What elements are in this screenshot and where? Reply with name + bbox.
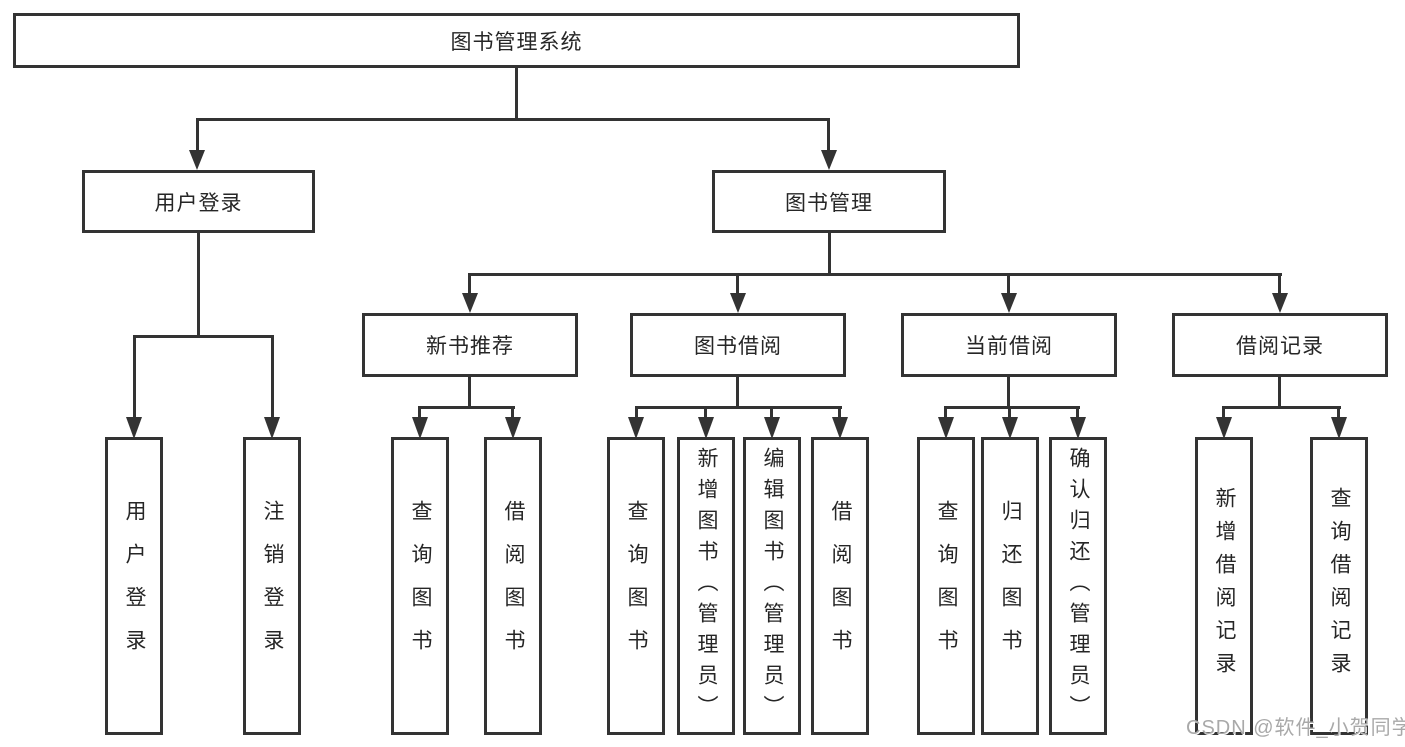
connector-vline	[635, 406, 638, 417]
connector-vline	[827, 118, 830, 152]
arrowhead-icon	[821, 150, 837, 170]
leaf-borrow-book-recommend: 借阅图书	[484, 437, 542, 735]
connector-hline	[635, 406, 842, 409]
connector-vline	[944, 406, 947, 417]
connector-vline	[197, 233, 200, 335]
arrowhead-icon	[938, 417, 954, 439]
connector-hline	[133, 335, 274, 338]
node-new-book-recommend: 新书推荐	[362, 313, 578, 377]
node-user-login: 用户登录	[82, 170, 315, 233]
connector-vline	[468, 377, 471, 406]
arrowhead-icon	[1331, 417, 1347, 439]
arrowhead-icon	[462, 293, 478, 313]
connector-vline	[736, 273, 739, 295]
connector-vline	[704, 406, 707, 417]
connector-vline	[1222, 406, 1225, 417]
connector-vline	[1007, 273, 1010, 295]
connector-vline	[838, 406, 841, 417]
arrowhead-icon	[126, 417, 142, 439]
connector-vline	[1278, 377, 1281, 406]
leaf-add-book-admin: 新增图书（管理员）	[677, 437, 735, 735]
connector-vline	[1337, 406, 1340, 417]
connector-vline	[515, 68, 518, 118]
connector-hline	[196, 118, 830, 121]
connector-vline	[468, 273, 471, 295]
arrowhead-icon	[698, 417, 714, 439]
arrowhead-icon	[412, 417, 428, 439]
arrowhead-icon	[1272, 293, 1288, 313]
csdn-watermark: CSDN @软件_小贺同学	[1186, 717, 1405, 739]
connector-vline	[828, 233, 831, 273]
connector-vline	[133, 335, 136, 417]
arrowhead-icon	[1001, 293, 1017, 313]
connector-vline	[196, 118, 199, 152]
arrowhead-icon	[832, 417, 848, 439]
arrowhead-icon	[1002, 417, 1018, 439]
leaf-query-book-recommend: 查询图书	[391, 437, 449, 735]
connector-hline	[418, 406, 515, 409]
node-book-borrow: 图书借阅	[630, 313, 846, 377]
connector-vline	[1076, 406, 1079, 417]
connector-vline	[1008, 406, 1011, 417]
leaf-add-borrow-record: 新增借阅记录	[1195, 437, 1253, 735]
leaf-query-borrow-record: 查询借阅记录	[1310, 437, 1368, 735]
connector-vline	[770, 406, 773, 417]
leaf-query-book-borrow: 查询图书	[607, 437, 665, 735]
connector-hline	[469, 273, 1282, 276]
node-current-borrow: 当前借阅	[901, 313, 1117, 377]
node-borrow-records: 借阅记录	[1172, 313, 1388, 377]
leaf-query-book-current: 查询图书	[917, 437, 975, 735]
arrowhead-icon	[264, 417, 280, 439]
leaf-edit-book-admin: 编辑图书（管理员）	[743, 437, 801, 735]
leaf-logout: 注销登录	[243, 437, 301, 735]
connector-vline	[1007, 377, 1010, 406]
leaf-confirm-return-admin: 确认归还（管理员）	[1049, 437, 1107, 735]
arrowhead-icon	[1070, 417, 1086, 439]
leaf-user-login: 用户登录	[105, 437, 163, 735]
arrowhead-icon	[1216, 417, 1232, 439]
connector-hline	[1222, 406, 1341, 409]
connector-vline	[1278, 273, 1281, 295]
connector-vline	[418, 406, 421, 417]
connector-vline	[736, 377, 739, 406]
leaf-borrow-book: 借阅图书	[811, 437, 869, 735]
arrowhead-icon	[505, 417, 521, 439]
node-book-management: 图书管理	[712, 170, 946, 233]
arrowhead-icon	[764, 417, 780, 439]
arrowhead-icon	[628, 417, 644, 439]
connector-hline	[944, 406, 1080, 409]
node-library-management-system: 图书管理系统	[13, 13, 1020, 68]
leaf-return-book: 归还图书	[981, 437, 1039, 735]
connector-vline	[511, 406, 514, 417]
connector-vline	[271, 335, 274, 417]
arrowhead-icon	[730, 293, 746, 313]
arrowhead-icon	[189, 150, 205, 170]
